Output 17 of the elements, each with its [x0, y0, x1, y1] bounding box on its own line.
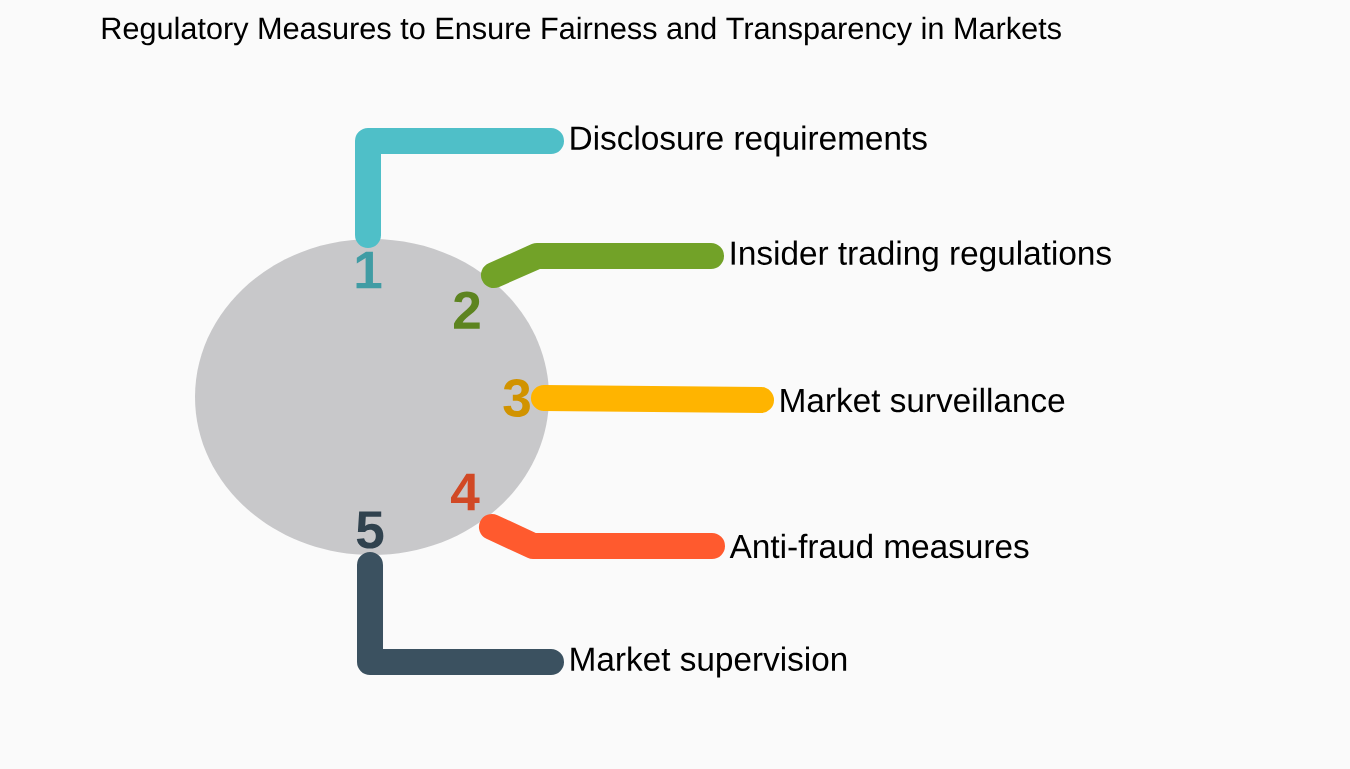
number: 3 — [503, 379, 530, 417]
connector-line — [478, 513, 725, 559]
connector-line — [355, 128, 564, 249]
connector-line — [530, 385, 774, 413]
connector-line — [357, 551, 564, 675]
number: 2 — [454, 291, 480, 329]
circle — [195, 239, 549, 555]
item-label: Disclosure requirements — [571, 125, 927, 157]
number: 5 — [356, 511, 384, 549]
title: Regulatory Measures to Ensure Fairness and Transparency in Markets — [102, 16, 1061, 46]
item-label: Insider trading regulations — [731, 240, 1111, 272]
item-label: Anti-fraud measures — [729, 533, 1029, 559]
item-label: Market supervision — [571, 646, 847, 678]
number: 4 — [451, 473, 480, 511]
number: 1 — [356, 251, 382, 289]
item-label: Market surveillance — [781, 387, 1065, 413]
connector-line — [480, 243, 724, 289]
